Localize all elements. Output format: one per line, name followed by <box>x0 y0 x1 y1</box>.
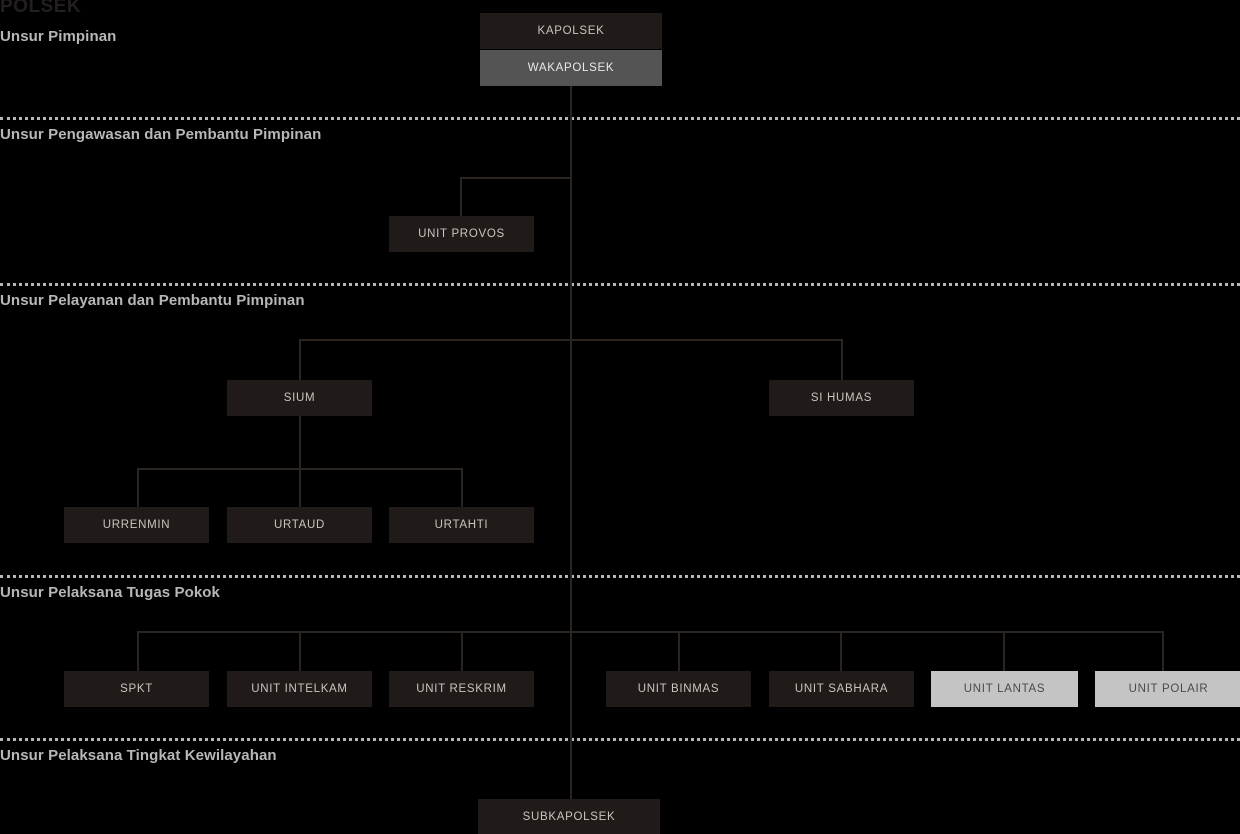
connector-pelayanan-bus <box>299 339 843 341</box>
connector-intelkam-drop <box>299 631 301 671</box>
node-urtaud[interactable]: URTAUD <box>227 507 372 543</box>
divider-pelaksana <box>0 575 1240 578</box>
section-label-unsur-pelaksana-tugas: Unsur Pelaksana Tugas Pokok <box>0 584 221 601</box>
connector-urrenmin-drop <box>137 468 139 507</box>
node-unit-reskrim[interactable]: UNIT RESKRIM <box>389 671 534 707</box>
divider-kewilayahan <box>0 738 1240 741</box>
connector-provos-bus <box>460 177 572 179</box>
section-label-unsur-pimpinan: Unsur Pimpinan <box>0 28 117 45</box>
connector-reskrim-drop <box>461 631 463 671</box>
node-unit-lantas[interactable]: UNIT LANTAS <box>931 671 1078 707</box>
section-label-unsur-pelayanan: Unsur Pelayanan dan Pembantu Pimpinan <box>0 292 305 309</box>
node-wakapolsek[interactable]: WAKAPOLSEK <box>480 50 662 86</box>
node-si-humas[interactable]: SI HUMAS <box>769 380 914 416</box>
node-sium[interactable]: SIUM <box>227 380 372 416</box>
node-unit-provos[interactable]: UNIT PROVOS <box>389 216 534 252</box>
section-label-unsur-pengawasan: Unsur Pengawasan dan Pembantu Pimpinan <box>0 126 322 143</box>
connector-sium-drop <box>299 339 301 380</box>
section-label-unsur-kewilayahan: Unsur Pelaksana Tingkat Kewilayahan <box>0 747 277 764</box>
connector-polair-drop <box>1162 631 1164 671</box>
node-unit-polair[interactable]: UNIT POLAIR <box>1095 671 1240 707</box>
node-subkapolsek[interactable]: SUBKAPOLSEK <box>478 799 660 834</box>
connector-lantas-drop <box>1003 631 1005 671</box>
page-title: POLSEK <box>0 0 82 17</box>
connector-urtaud-drop <box>299 468 301 507</box>
divider-pengawasan <box>0 117 1240 120</box>
node-unit-intelkam[interactable]: UNIT INTELKAM <box>227 671 372 707</box>
connector-sihumas-drop <box>841 339 843 380</box>
connector-sium-stem <box>299 416 301 469</box>
connector-urtahti-drop <box>461 468 463 507</box>
connector-provos-drop <box>460 177 462 216</box>
connector-binmas-drop <box>678 631 680 671</box>
node-urtahti[interactable]: URTAHTI <box>389 507 534 543</box>
node-unit-binmas[interactable]: UNIT BINMAS <box>606 671 751 707</box>
connector-pelaksana-bus <box>137 631 1163 633</box>
divider-pelayanan <box>0 283 1240 286</box>
node-urrenmin[interactable]: URRENMIN <box>64 507 209 543</box>
connector-sabhara-drop <box>840 631 842 671</box>
main-spine-line <box>570 86 572 800</box>
node-unit-sabhara[interactable]: UNIT SABHARA <box>769 671 914 707</box>
connector-spkt-drop <box>137 631 139 671</box>
node-spkt[interactable]: SPKT <box>64 671 209 707</box>
node-kapolsek[interactable]: KAPOLSEK <box>480 13 662 49</box>
